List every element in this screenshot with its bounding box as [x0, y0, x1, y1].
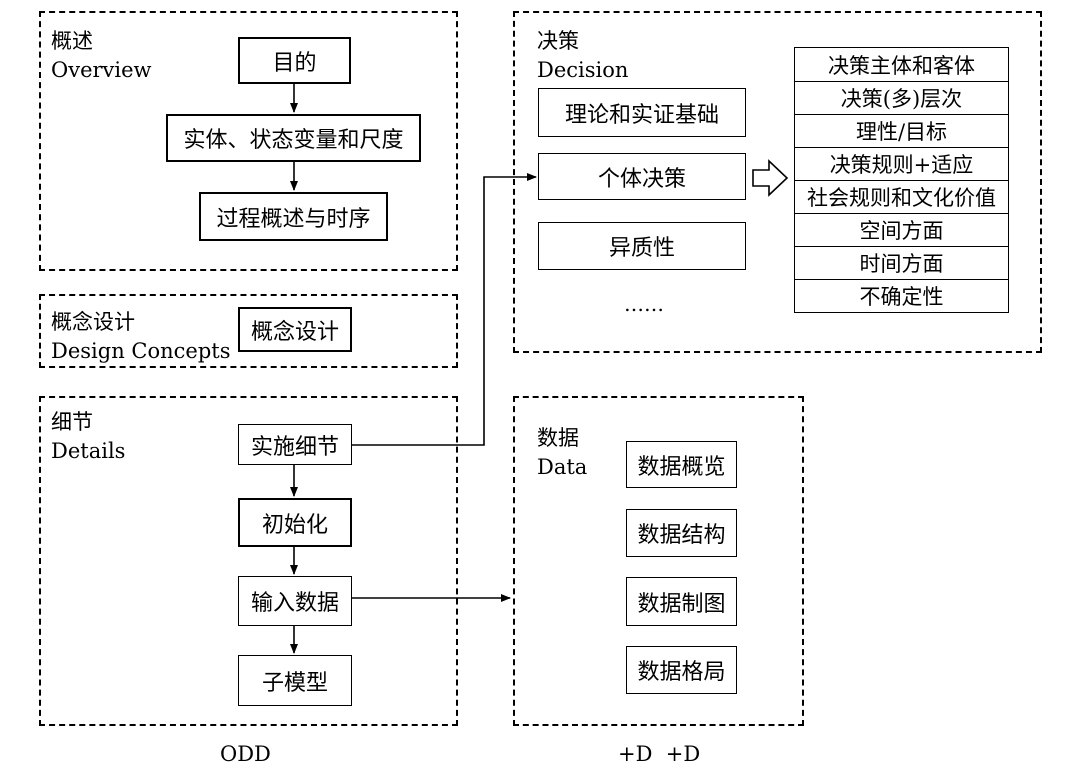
- block-arrow: [752, 159, 789, 197]
- arrow-impl-to-decision: [352, 173, 537, 446]
- box-submodels: 子模型: [238, 655, 352, 706]
- list-item-uncertainty: 不确定性: [795, 279, 1008, 312]
- caption-odd: ODD: [220, 742, 271, 766]
- list-item-social-norms: 社会规则和文化价值: [795, 180, 1008, 213]
- box-purpose: 目的: [238, 37, 351, 84]
- overview-title-cn: 概述: [51, 29, 93, 53]
- list-item-rules-adaptation: 决策规则+适应: [795, 147, 1008, 180]
- decision-title-cn: 决策: [537, 29, 579, 53]
- box-data-pattern: 数据格局: [626, 646, 737, 694]
- details-section: [39, 396, 458, 726]
- decision-section: [513, 11, 1042, 353]
- decision-ellipsis: ……: [624, 292, 664, 316]
- box-process-overview: 过程概述与时序: [199, 192, 388, 241]
- list-item-subjects-objects: 决策主体和客体: [828, 53, 975, 78]
- list-item-spatial-aspects: 空间方面: [795, 213, 1008, 246]
- box-individual-decision: 个体决策: [538, 153, 746, 200]
- caption-plus-d: +D +D: [618, 742, 701, 766]
- design-concepts-title-cn: 概念设计: [51, 310, 135, 334]
- box-input-data: 输入数据: [238, 576, 352, 626]
- box-data-structure: 数据结构: [626, 509, 737, 557]
- box-data-overview: 数据概览: [626, 441, 737, 488]
- details-title-cn: 细节: [51, 410, 93, 434]
- box-initialization: 初始化: [238, 498, 352, 547]
- list-item-rationality-objectives: 理性/目标: [795, 114, 1008, 147]
- decision-title-en: Decision: [537, 58, 629, 82]
- list-item-decision-levels: 决策(多)层次: [795, 81, 1008, 114]
- design-concepts-title-en: Design Concepts: [51, 339, 231, 363]
- design-concepts-section: [39, 294, 458, 368]
- decision-element-list: 决策主体和客体 决策(多)层次 理性/目标 决策规则+适应 社会规则和文化价值 …: [794, 47, 1009, 313]
- data-title-cn: 数据: [537, 426, 579, 450]
- box-implementation-details: 实施细节: [238, 424, 352, 465]
- details-title-en: Details: [51, 439, 126, 463]
- box-heterogeneity: 异质性: [538, 222, 746, 270]
- box-entities-variables-scales: 实体、状态变量和尺度: [166, 114, 421, 162]
- list-item-temporal-aspects: 时间方面: [795, 246, 1008, 279]
- box-data-mapping: 数据制图: [626, 577, 737, 626]
- box-design-concepts: 概念设计: [238, 307, 352, 352]
- data-section: [513, 396, 804, 726]
- data-title-en: Data: [537, 455, 588, 479]
- overview-section: [39, 11, 458, 271]
- overview-title-en: Overview: [51, 58, 152, 82]
- box-theory-empirical-basis: 理论和实证基础: [538, 88, 746, 137]
